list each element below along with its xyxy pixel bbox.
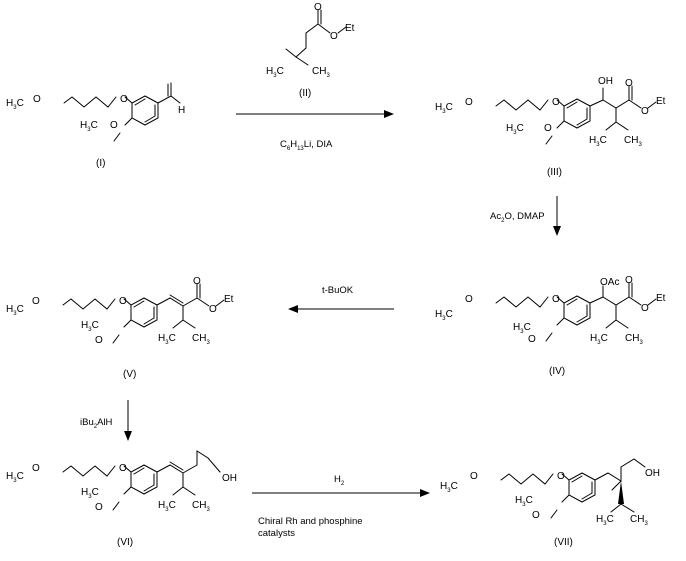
methyl-H3C-chain: H3C bbox=[6, 304, 24, 317]
carbonyl-O: O bbox=[625, 275, 633, 286]
compound-label-III: (III) bbox=[547, 167, 562, 178]
carbonyl-O: O bbox=[193, 276, 201, 287]
methyl-H3C: H3C bbox=[6, 98, 24, 111]
methoxy-H3C: H3C bbox=[81, 487, 99, 500]
chain-O: O bbox=[470, 471, 478, 482]
ether-O: O bbox=[120, 94, 128, 105]
ethyl-Et: Et bbox=[345, 23, 355, 34]
methoxy-H3C: H3C bbox=[513, 322, 531, 335]
reagent-iBu2AlH: iBu2AlH bbox=[80, 417, 113, 430]
ether-O: O bbox=[119, 296, 127, 307]
methyl-H3C: H3C bbox=[589, 135, 607, 148]
reagent-C6H13Li-DIA: C6H13Li, DIA bbox=[280, 139, 333, 152]
reaction-arrow-2: Ac2O, DMAP bbox=[490, 196, 561, 236]
methoxy-O: O bbox=[544, 123, 552, 134]
methoxy-O: O bbox=[95, 335, 103, 346]
compound-III: OH O O Et H3C CH3 O O H3C O H3C (III) bbox=[435, 76, 666, 178]
ester-O: O bbox=[330, 31, 338, 42]
methyl-H3C: H3C bbox=[590, 333, 608, 346]
methoxy-H3C: H3C bbox=[81, 320, 99, 333]
methyl-H3C-chain: H3C bbox=[6, 471, 24, 484]
compound-label-VII: (VII) bbox=[554, 537, 573, 548]
ether-O: O bbox=[552, 294, 560, 305]
methyl-H3C: H3C bbox=[158, 500, 176, 513]
compound-I: H O O H3C O H3C (I) bbox=[6, 82, 185, 169]
methyl-H3C-chain: H3C bbox=[435, 102, 453, 115]
reagent-catalyst-line1: Chiral Rh and phosphine bbox=[258, 516, 363, 527]
hydroxyl-OH: OH bbox=[598, 76, 613, 87]
chain-O: O bbox=[33, 94, 41, 105]
methoxy-O: O bbox=[95, 502, 103, 513]
chain-O: O bbox=[32, 463, 40, 474]
methoxy-O: O bbox=[528, 334, 536, 345]
chain-O: O bbox=[465, 97, 473, 108]
methyl-H3C: H3C bbox=[266, 66, 284, 79]
reaction-arrow-3: t-BuOK bbox=[288, 285, 394, 313]
aldehyde-H: H bbox=[178, 105, 185, 116]
methoxy-H3C: H3C bbox=[506, 123, 524, 136]
methyl-CH3: CH3 bbox=[630, 514, 648, 527]
reaction-arrow-1: C6H13Li, DIA bbox=[236, 110, 394, 152]
methyl-H3C: H3C bbox=[158, 333, 176, 346]
methyl-H3C-chain: H3C bbox=[435, 309, 453, 322]
compound-label-I: (I) bbox=[96, 158, 105, 169]
ethyl-Et: Et bbox=[656, 293, 666, 304]
compound-V: O O Et H3C CH3 O O H3C H3C O (V) bbox=[6, 276, 234, 380]
acetoxy-OAc: OAc bbox=[600, 277, 619, 288]
reagent-H2: H2 bbox=[334, 474, 345, 487]
ether-O: O bbox=[552, 97, 560, 108]
methyl-CH3: CH3 bbox=[192, 333, 210, 346]
reagent-Ac2O-DMAP: Ac2O, DMAP bbox=[490, 211, 545, 224]
carbonyl-O: O bbox=[625, 78, 633, 89]
methyl-CH3: CH3 bbox=[624, 135, 642, 148]
methyl-CH3: CH3 bbox=[192, 500, 210, 513]
methyl-CH3: CH3 bbox=[312, 66, 330, 79]
ethyl-Et: Et bbox=[224, 294, 234, 305]
ester-O: O bbox=[641, 303, 649, 314]
chain-O: O bbox=[465, 294, 473, 305]
compound-label-VI: (VI) bbox=[117, 537, 133, 548]
chain-O: O bbox=[32, 296, 40, 307]
methoxy-O: O bbox=[532, 510, 540, 521]
ether-O: O bbox=[119, 463, 127, 474]
ethyl-Et: Et bbox=[656, 96, 666, 107]
compound-label-V: (V) bbox=[123, 369, 136, 380]
hydroxyl-OH: OH bbox=[645, 468, 660, 479]
compound-label-IV: (IV) bbox=[549, 366, 565, 377]
methyl-H3C-chain: H3C bbox=[440, 481, 458, 494]
hydroxyl-OH: OH bbox=[222, 473, 237, 484]
carbonyl-O: O bbox=[314, 2, 322, 13]
reaction-arrow-4: iBu2AlH bbox=[80, 400, 132, 441]
compound-II: O O Et H3C CH3 (II) bbox=[266, 2, 355, 99]
compound-VI: OH H3C CH3 O O H3C H3C O (VI) bbox=[6, 450, 237, 548]
ether-O: O bbox=[557, 471, 565, 482]
methoxy-O: O bbox=[110, 120, 118, 131]
reagent-catalyst-line2: catalysts bbox=[258, 528, 295, 539]
compound-IV: OAc O O Et H3C CH3 O O H3C H3C O (IV) bbox=[435, 275, 666, 377]
reaction-arrow-5: H2 Chiral Rh and phosphine catalysts bbox=[252, 474, 430, 539]
compound-VII: OH H3C CH3 O O H3C H3C O (VII) bbox=[440, 458, 660, 548]
methoxy-H3C: H3C bbox=[515, 495, 533, 508]
methyl-CH3: CH3 bbox=[625, 333, 643, 346]
compound-label-II: (II) bbox=[299, 88, 311, 99]
reagent-t-BuOK: t-BuOK bbox=[322, 285, 354, 296]
ester-O: O bbox=[641, 106, 649, 117]
ester-O: O bbox=[209, 304, 217, 315]
methoxy-H3C: H3C bbox=[80, 120, 98, 133]
methyl-H3C: H3C bbox=[596, 514, 614, 527]
